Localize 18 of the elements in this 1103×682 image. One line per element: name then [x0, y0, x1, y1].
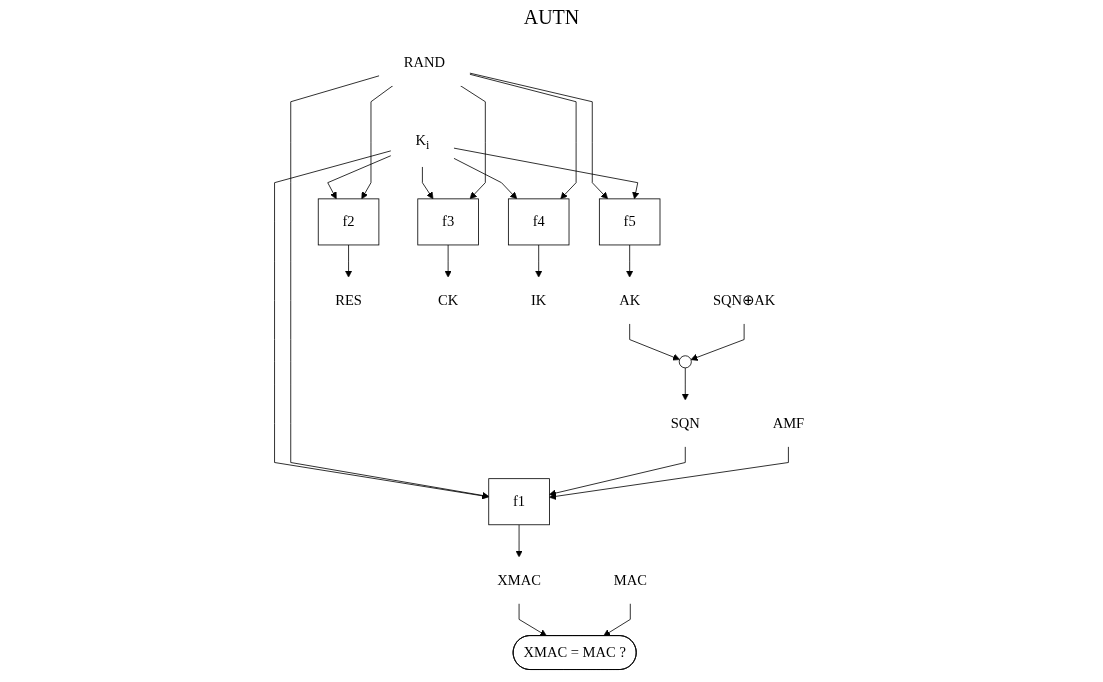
- node-text: K$_{i}$: [415, 132, 430, 152]
- node-text: CK: [438, 291, 459, 309]
- node-text: XMAC: [497, 571, 541, 588]
- node-text: MAC: [613, 571, 647, 588]
- node-text: RAND: [403, 54, 446, 71]
- node-text: AK: [619, 291, 641, 309]
- node-text: AMF: [772, 414, 805, 431]
- node-box: f3: [417, 198, 479, 246]
- node-text: IK: [531, 291, 547, 309]
- node-circle: [678, 355, 692, 369]
- bracket-label: AUTN: [523, 6, 580, 28]
- node-text: SQN: [670, 414, 700, 431]
- node-box: f2: [317, 198, 380, 246]
- node-box: f4: [507, 198, 570, 246]
- node-text: RES: [335, 291, 362, 309]
- node-text: SQN⊕AK: [712, 291, 776, 309]
- node-box: f1: [488, 478, 550, 526]
- node-box: f5: [598, 198, 661, 246]
